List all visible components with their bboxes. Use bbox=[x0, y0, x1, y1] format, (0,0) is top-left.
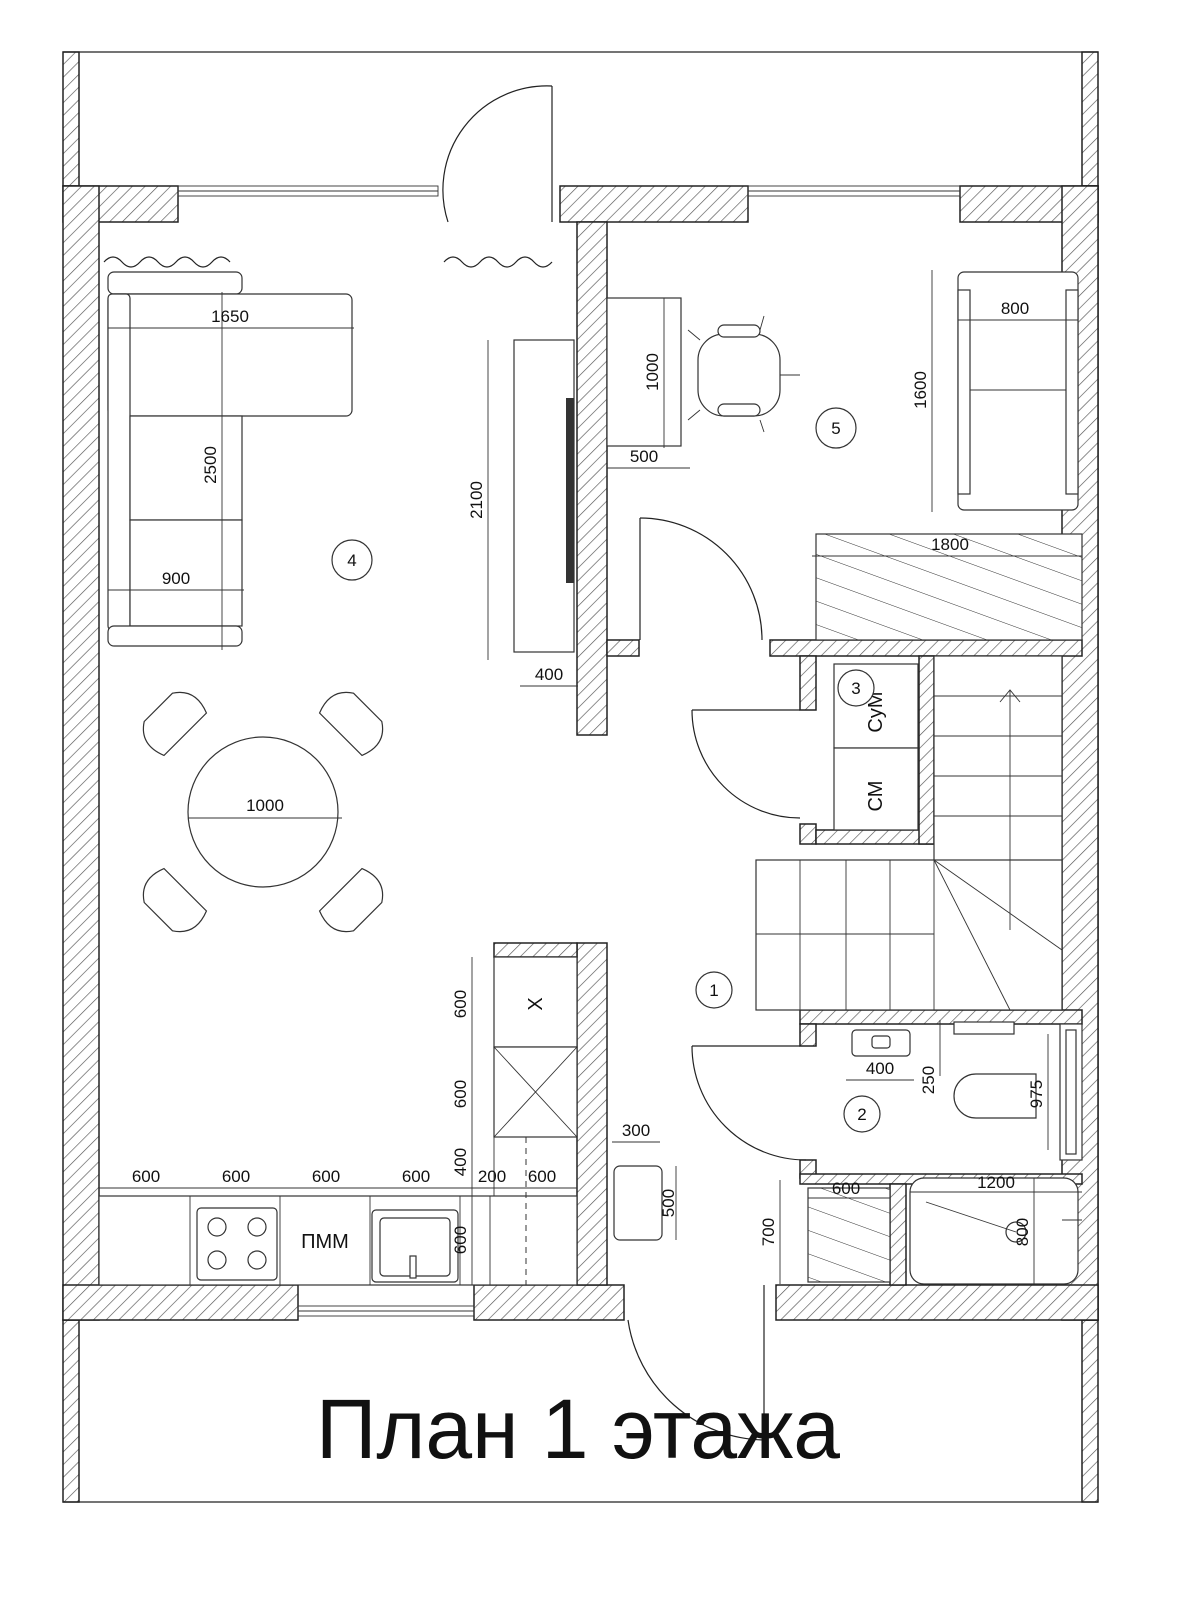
dim-kitchen-v1: 600 bbox=[451, 990, 470, 1018]
dim-desk-length: 1000 bbox=[643, 353, 662, 391]
room-marker-4: 4 bbox=[331, 539, 373, 581]
tv-unit bbox=[513, 339, 575, 653]
room-number-3: 3 bbox=[851, 679, 860, 698]
doors bbox=[442, 85, 807, 1441]
dim-wc-toilet: 975 bbox=[1027, 1080, 1046, 1108]
plan-title: План 1 этажа bbox=[316, 1382, 840, 1476]
dim-kitchen-3: 600 bbox=[312, 1167, 340, 1186]
curtains bbox=[103, 256, 553, 268]
dim-bed-length: 1600 bbox=[911, 371, 930, 409]
dim-tv-wall: 2100 bbox=[467, 481, 486, 519]
dim-kitchen-depth: 600 bbox=[451, 1226, 470, 1254]
dim-wc-gap: 250 bbox=[919, 1066, 938, 1094]
bathroom-fixtures bbox=[807, 1021, 1083, 1285]
room-number-5: 5 bbox=[831, 419, 840, 438]
dining-table bbox=[142, 691, 384, 933]
room-marker-2: 2 bbox=[843, 1095, 881, 1133]
corner-sofa bbox=[107, 271, 353, 647]
fridge-label: X bbox=[525, 997, 547, 1010]
bottom-terrace bbox=[62, 1319, 1099, 1503]
dim-bath-length: 1200 bbox=[977, 1173, 1015, 1192]
wardrobe bbox=[815, 533, 1083, 641]
dim-shower-width: 600 bbox=[832, 1179, 860, 1198]
room-marker-3: 3 bbox=[837, 669, 875, 707]
top-terrace bbox=[62, 51, 1099, 187]
dim-kitchen-6: 600 bbox=[528, 1167, 556, 1186]
sofa-bed bbox=[957, 271, 1079, 511]
dim-kitchen-1: 600 bbox=[132, 1167, 160, 1186]
room-marker-5: 5 bbox=[815, 407, 857, 449]
dim-kitchen-2: 600 bbox=[222, 1167, 250, 1186]
dim-table-diameter: 1000 bbox=[246, 796, 284, 815]
dishwasher-label: ПММ bbox=[301, 1231, 349, 1253]
dim-wardrobe: 1800 bbox=[931, 535, 969, 554]
washer-label: СМ bbox=[865, 781, 887, 812]
windows bbox=[177, 185, 961, 1317]
room-number-1: 1 bbox=[709, 981, 718, 1000]
dim-sofa-width: 900 bbox=[162, 569, 190, 588]
room-number-4: 4 bbox=[347, 551, 356, 570]
dim-kitchen-v2: 600 bbox=[451, 1080, 470, 1108]
dim-wc-sink: 400 bbox=[866, 1059, 894, 1078]
dim-kitchen-5: 200 bbox=[478, 1167, 506, 1186]
stairs bbox=[755, 655, 1063, 1011]
dim-kitchen-v3: 400 bbox=[451, 1148, 470, 1176]
dim-sofa-depth: 2500 bbox=[201, 446, 220, 484]
dim-bath-width: 800 bbox=[1013, 1218, 1032, 1246]
office-chair bbox=[687, 315, 800, 433]
desk bbox=[606, 297, 682, 447]
room-number-2: 2 bbox=[857, 1105, 866, 1124]
dim-bed-width: 800 bbox=[1001, 299, 1029, 318]
dim-bench-length: 500 bbox=[659, 1189, 678, 1217]
kitchen-units bbox=[98, 956, 663, 1286]
room-marker-1: 1 bbox=[695, 971, 733, 1009]
dim-tv-depth: 400 bbox=[535, 665, 563, 684]
dim-desk-depth: 500 bbox=[630, 447, 658, 466]
dimension-lines bbox=[99, 270, 1082, 1285]
dim-kitchen-4: 600 bbox=[402, 1167, 430, 1186]
dim-shower-depth: 700 bbox=[759, 1218, 778, 1246]
dim-bench-width: 300 bbox=[622, 1121, 650, 1140]
dim-sofa-length: 1650 bbox=[211, 307, 249, 326]
dryer-label: СуМ bbox=[865, 691, 887, 732]
